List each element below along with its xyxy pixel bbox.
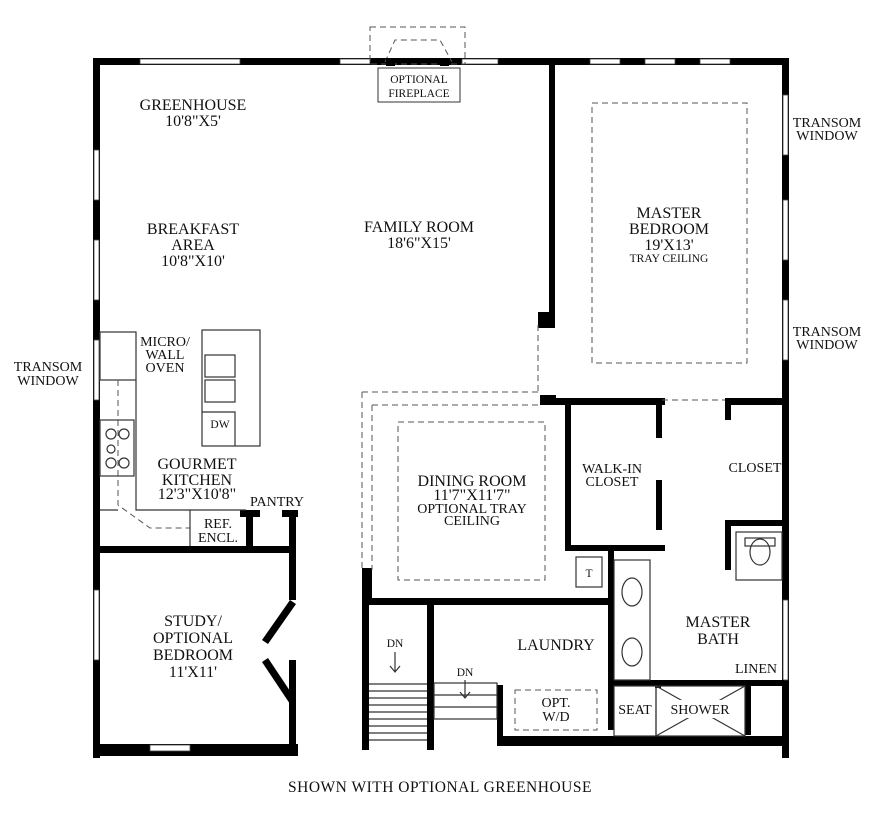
study-label-3: BEDROOM bbox=[153, 647, 233, 664]
closet-label: CLOSET bbox=[729, 461, 782, 476]
ceiling-outlines bbox=[361, 102, 748, 731]
greenhouse-name: GREENHOUSE bbox=[140, 97, 247, 114]
walkin-label-1: WALK-IN bbox=[582, 462, 642, 477]
master-bath-label-2: BATH bbox=[697, 631, 739, 648]
kitchen-fixtures: DW bbox=[99, 329, 261, 546]
ref-label-1: REF. bbox=[204, 517, 232, 532]
transom-right-mid-1: TRANSOM bbox=[793, 325, 862, 340]
transom-right-top-2: WINDOW bbox=[796, 129, 858, 144]
shower-label: SHOWER bbox=[670, 703, 730, 718]
walkin-label-2: CLOSET bbox=[586, 475, 639, 490]
transom-labels: TRANSOM WINDOW TRANSOM WINDOW TRANSOM WI… bbox=[14, 116, 862, 389]
study-label-2: OPTIONAL bbox=[153, 630, 233, 647]
fireplace-label-1: OPTIONAL bbox=[390, 74, 448, 86]
laundry-label: LAUNDRY bbox=[517, 637, 595, 654]
dn-label-laundry: DN bbox=[457, 667, 474, 679]
kitchen-name-2: KITCHEN bbox=[162, 472, 233, 489]
dining-note-2: CEILING bbox=[444, 514, 500, 529]
dn-label-stairs: DN bbox=[387, 638, 404, 650]
wd-label-2: W/D bbox=[542, 710, 569, 725]
t-label: T bbox=[585, 568, 592, 580]
pantry-label: PANTRY bbox=[250, 495, 304, 510]
dw-label: DW bbox=[210, 419, 229, 431]
master-bedroom-name-1: MASTER bbox=[637, 205, 702, 222]
master-bedroom-size: 19'X13' bbox=[644, 237, 693, 254]
dining-size: 11'7"X11'7" bbox=[433, 487, 510, 504]
transom-left-2: WINDOW bbox=[17, 374, 79, 389]
transom-right-mid-2: WINDOW bbox=[796, 338, 858, 353]
family-name: FAMILY ROOM bbox=[364, 219, 474, 236]
master-bath-label-1: MASTER bbox=[686, 614, 751, 631]
interior-walls bbox=[98, 65, 785, 750]
dining-note-1: OPTIONAL TRAY bbox=[417, 502, 527, 517]
wd-label-1: OPT. bbox=[542, 696, 571, 711]
plan-caption: SHOWN WITH OPTIONAL GREENHOUSE bbox=[288, 779, 592, 796]
master-bedroom-name-2: BEDROOM bbox=[629, 221, 709, 238]
family-size: 18'6"X15' bbox=[387, 235, 451, 252]
study-size: 11'X11' bbox=[169, 664, 217, 681]
room-labels: GREENHOUSE 10'8"X5' BREAKFAST AREA 10'8"… bbox=[140, 97, 782, 725]
kitchen-name-1: GOURMET bbox=[157, 456, 236, 473]
fireplace-label-2: FIREPLACE bbox=[388, 88, 449, 100]
breakfast-name-2: AREA bbox=[171, 237, 215, 254]
ref-label-2: ENCL. bbox=[198, 531, 238, 546]
micro-label-3: OVEN bbox=[146, 361, 185, 376]
micro-label-2: WALL bbox=[146, 348, 185, 363]
micro-label-1: MICRO/ bbox=[140, 335, 190, 350]
master-bedroom-note: TRAY CEILING bbox=[630, 253, 709, 265]
kitchen-size: 12'3"X10'8" bbox=[158, 486, 236, 503]
stairs: DN DN bbox=[362, 638, 498, 750]
breakfast-name-1: BREAKFAST bbox=[147, 221, 239, 238]
transom-left-1: TRANSOM bbox=[14, 360, 83, 375]
transom-right-top-1: TRANSOM bbox=[793, 116, 862, 131]
dining-name: DINING ROOM bbox=[418, 473, 527, 490]
linen-label: LINEN bbox=[735, 662, 777, 677]
windows bbox=[93, 58, 789, 752]
study-label-1: STUDY/ bbox=[164, 613, 222, 630]
greenhouse-size: 10'8"X5' bbox=[165, 113, 221, 130]
fireplace: OPTIONAL FIREPLACE bbox=[369, 26, 466, 103]
bath-fixtures: T bbox=[575, 531, 783, 737]
breakfast-size: 10'8"X10' bbox=[161, 253, 225, 270]
seat-label: SEAT bbox=[618, 703, 652, 718]
